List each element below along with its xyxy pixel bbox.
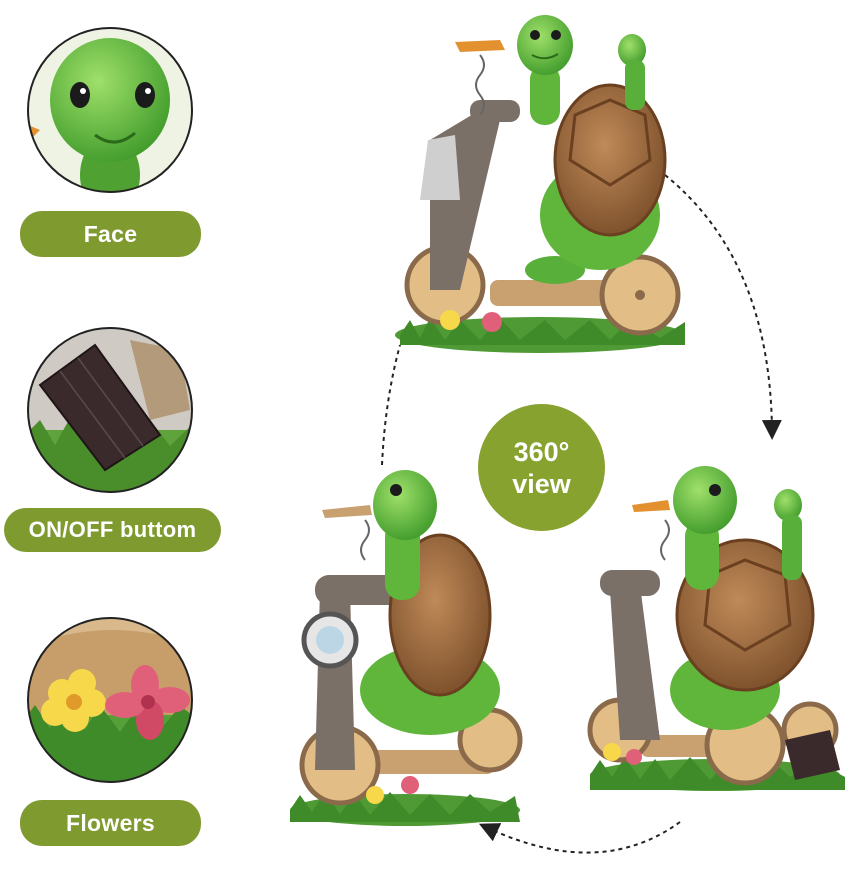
yellow-flower	[41, 669, 106, 732]
flowers-label: Flowers	[20, 800, 201, 846]
arrow-top-right	[664, 174, 782, 440]
face-label: Face	[20, 211, 201, 257]
arrow-left	[381, 344, 401, 466]
rotation-view-badge: 360° view	[478, 404, 605, 531]
badge-line-1: 360°	[513, 436, 570, 467]
arrow-bottom	[478, 821, 681, 854]
flowers-detail-circle	[27, 617, 193, 783]
turtle-side-view-right	[587, 466, 845, 791]
badge-line-2: view	[512, 468, 571, 499]
on-off-label: ON/OFF buttom	[4, 508, 221, 552]
on-off-label-text: ON/OFF buttom	[28, 517, 197, 542]
front-flowers	[440, 310, 502, 332]
turtle-side-view-left	[290, 470, 523, 826]
turtle-front-view	[395, 15, 685, 353]
face-label-text: Face	[83, 220, 138, 247]
switch-detail-circle	[27, 327, 193, 493]
face-detail-circle	[27, 27, 193, 193]
flowers-label-text: Flowers	[65, 809, 155, 836]
pink-flower	[105, 665, 190, 740]
